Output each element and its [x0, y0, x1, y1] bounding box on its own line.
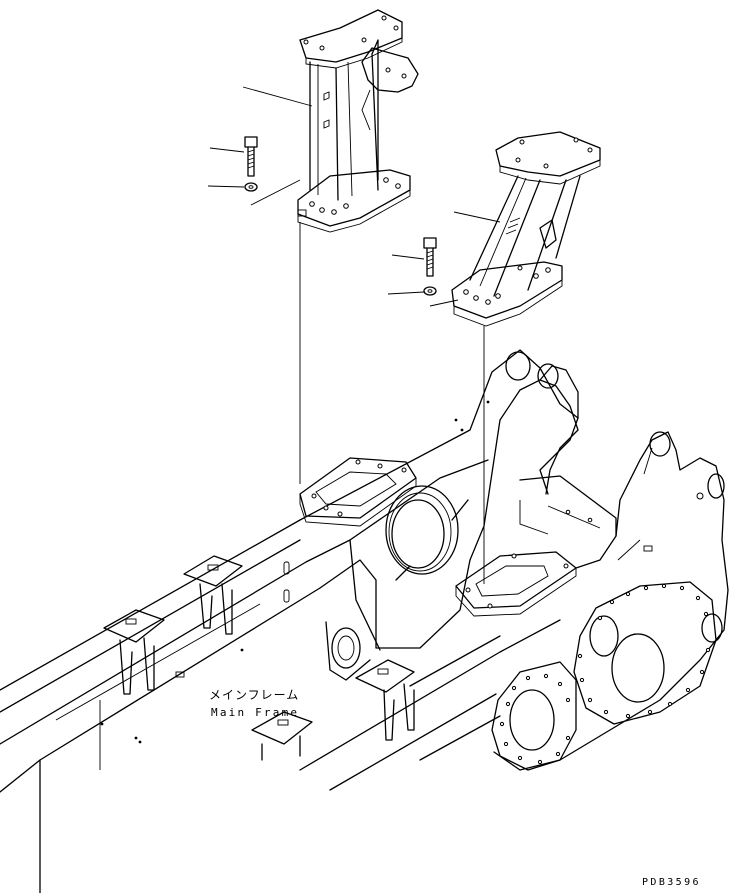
right-bolt	[423, 237, 437, 277]
hanger-bracket-4	[251, 711, 313, 761]
main-frame	[0, 349, 729, 893]
leader-right-assembly	[429, 299, 459, 307]
hanger-bracket-3	[355, 659, 415, 741]
main-frame-label-japanese: メインフレーム	[209, 688, 300, 702]
bolt-ring-rear	[577, 583, 711, 719]
left-bracket	[297, 9, 419, 233]
bolt-ring-front	[499, 673, 571, 765]
right-bracket	[451, 131, 601, 327]
leader-right-bolt	[391, 254, 425, 260]
hanger-bracket-2	[103, 609, 165, 695]
leader-left-bolt	[209, 147, 245, 153]
leader-left-bracket	[242, 86, 313, 107]
right-washer	[423, 286, 437, 296]
hanger-bracket-1	[183, 555, 243, 635]
leader-right-washer	[387, 291, 425, 295]
main-frame-label-english: Main Frame	[211, 706, 300, 719]
left-bolt	[244, 136, 258, 177]
leader-left-assembly	[250, 179, 301, 206]
drawing-code: PDB3596	[642, 877, 701, 888]
left-washer	[244, 182, 258, 192]
leader-right-bracket	[453, 211, 501, 223]
leader-left-washer	[207, 185, 245, 188]
